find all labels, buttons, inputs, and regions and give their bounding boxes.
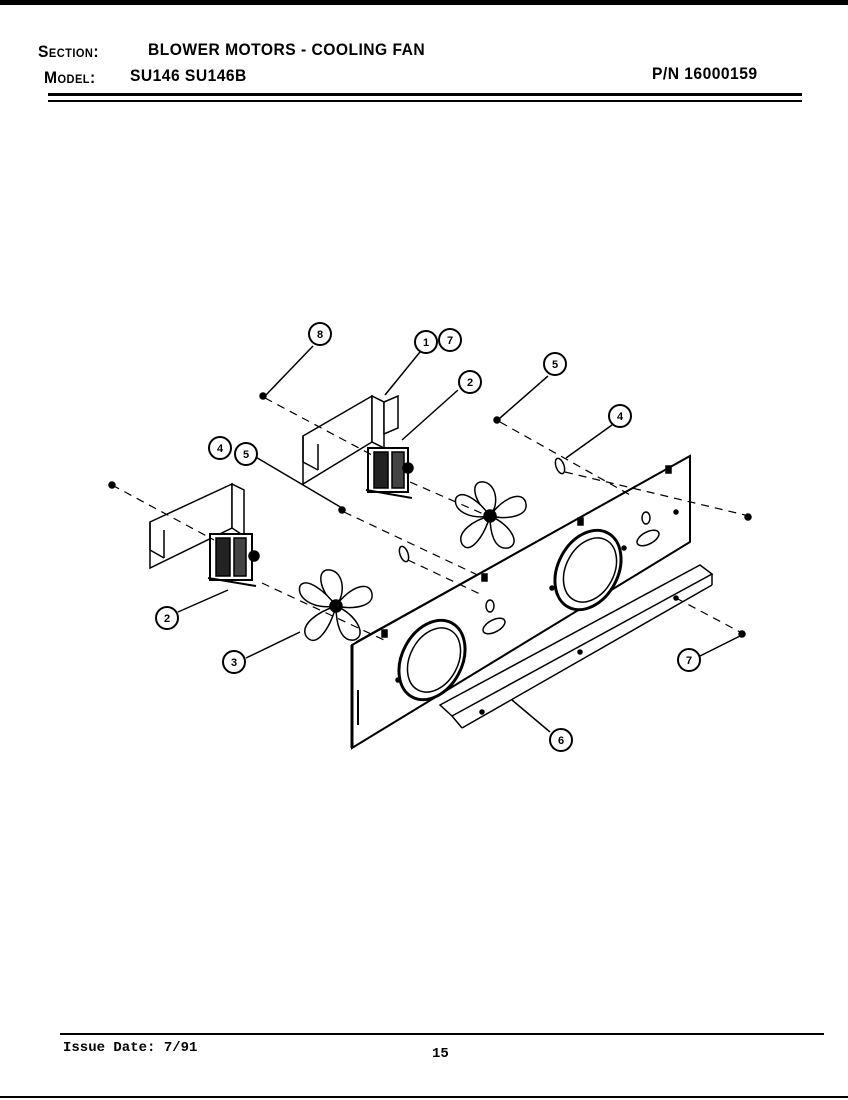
page-number: 15 — [432, 1046, 449, 1062]
callout-label-7-right: 7 — [686, 655, 692, 667]
motor-bracket-upper — [302, 394, 399, 486]
model-numbers: SU146 SU146B — [130, 66, 247, 85]
callout-label-5-left: 5 — [243, 449, 249, 461]
callout-label-2-top: 2 — [467, 377, 473, 389]
header-rule-thin — [48, 100, 802, 102]
callout-circles — [155, 322, 701, 752]
hardware-screws-clips — [108, 392, 752, 638]
callout-circle-6 — [549, 728, 573, 752]
callout-circle-2-top — [458, 370, 482, 394]
callout-label-4-left: 4 — [217, 443, 224, 455]
fan-blade-upper — [454, 481, 527, 549]
section-label: Section: — [38, 42, 100, 61]
callout-circle-7-top — [438, 328, 462, 352]
callout-circle-2-left — [155, 606, 179, 630]
callout-circle-5-left — [234, 442, 258, 466]
callout-label-6: 6 — [558, 735, 564, 747]
callout-leader-lines — [177, 345, 741, 733]
callout-circle-7-right — [677, 648, 701, 672]
callout-label-3: 3 — [231, 657, 237, 669]
callout-label-2-left: 2 — [164, 613, 170, 625]
top-border-rule — [0, 0, 848, 5]
mounting-panel — [350, 454, 714, 750]
section-title: BLOWER MOTORS - COOLING FAN — [148, 40, 426, 59]
issue-date: Issue Date: 7/91 — [63, 1040, 198, 1056]
part-number: P/N 16000159 — [652, 64, 758, 83]
fan-blade-lower — [298, 569, 373, 642]
callout-circle-4-left — [208, 436, 232, 460]
header-rule-thick — [48, 93, 802, 96]
callout-circle-4-right — [608, 404, 632, 428]
callout-label-4-right: 4 — [617, 411, 624, 423]
callout-circle-3 — [222, 650, 246, 674]
model-label: Model: — [44, 68, 96, 87]
blower-motor-lower — [207, 533, 260, 587]
blower-motor-upper — [365, 447, 414, 499]
bottom-border-rule — [0, 1096, 848, 1098]
callout-label-1: 1 — [423, 337, 429, 349]
assembly-guide-lines — [111, 397, 746, 641]
callout-label-5-right: 5 — [552, 359, 558, 371]
callout-circle-1 — [414, 330, 438, 354]
callout-circle-8 — [308, 322, 332, 346]
motor-bracket-lower — [149, 482, 245, 570]
callout-label-8: 8 — [317, 329, 323, 341]
callout-label-7-top: 7 — [447, 335, 453, 347]
callout-circle-5-right — [543, 352, 567, 376]
footer-rule — [60, 1033, 824, 1035]
